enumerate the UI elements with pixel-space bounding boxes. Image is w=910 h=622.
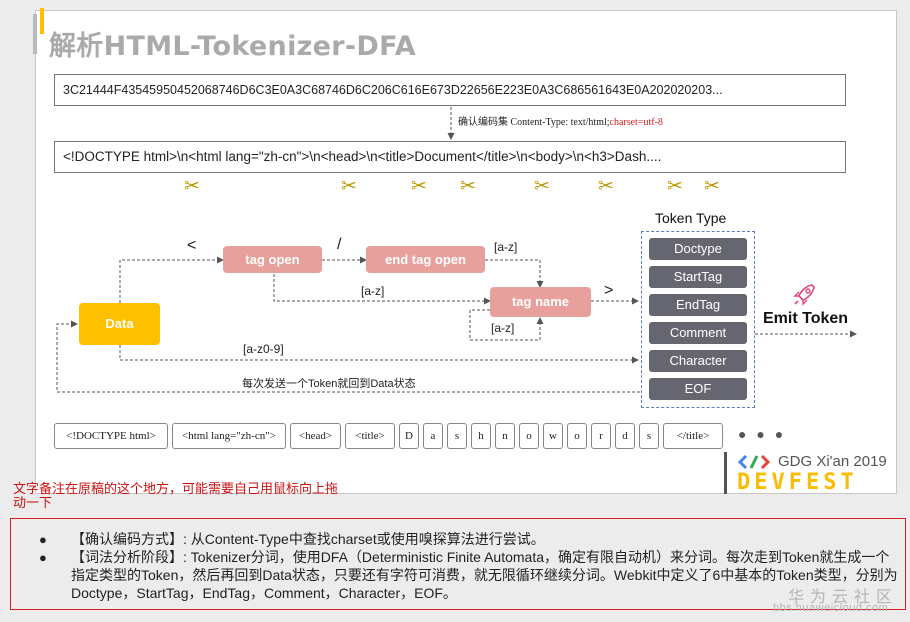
- hex-bytes-box: 3C21444F43545950452068746D6C3E0A3C68746D…: [54, 74, 846, 106]
- token-char: r: [591, 423, 611, 449]
- token-html-open: <html lang="zh-cn">: [172, 423, 286, 449]
- token-type-starttag: StartTag: [649, 266, 747, 288]
- scissors-icon: ✂: [704, 176, 720, 197]
- encoding-note: 确认编码集 Content-Type: text/html;charset=ut…: [458, 113, 663, 128]
- token-char: o: [567, 423, 587, 449]
- devfest-logo-text: DEVFEST: [737, 470, 858, 495]
- rocket-icon: [793, 284, 815, 306]
- slide-title: 解析HTML-Tokenizer-DFA: [49, 31, 416, 62]
- note-bullet: ●: [39, 550, 47, 565]
- edge-label-az-tag: [a-z]: [361, 284, 385, 298]
- edge-label-gt: >: [604, 282, 614, 299]
- state-data: Data: [79, 303, 160, 345]
- token-char: s: [639, 423, 659, 449]
- scissors-icon: ✂: [341, 176, 357, 197]
- note-tokenizer: 【词法分析阶段】: Tokenizer分词，使用DFA（Deterministi…: [71, 549, 898, 601]
- overlay-annotation: 文字备注在原稿的这个地方，可能需要自己用鼠标向上拖动一下: [13, 481, 339, 510]
- more-tokens-ellipsis: ● ● ●: [738, 426, 787, 442]
- scissors-icon: ✂: [184, 176, 200, 197]
- token-doctype: <!DOCTYPE html>: [54, 423, 168, 449]
- edge-label-slash: /: [337, 236, 342, 253]
- token-char: a: [423, 423, 443, 449]
- edge-label-az09: [a-z0-9]: [243, 342, 284, 356]
- scissors-icon: ✂: [598, 176, 614, 197]
- scissors-icon: ✂: [460, 176, 476, 197]
- token-char: o: [519, 423, 539, 449]
- emit-token-label: Emit Token: [763, 310, 849, 327]
- watermark-url: bbs.huaweicloud.com: [773, 602, 889, 614]
- accent-bar-yellow: [40, 8, 44, 34]
- speaker-notes-panel: ● 【确认编码方式】: 从Content-Type中查找charset或使用嗅探…: [10, 518, 906, 610]
- token-type-eof: EOF: [649, 378, 747, 400]
- state-tag-open: tag open: [223, 246, 322, 273]
- token-char: s: [447, 423, 467, 449]
- token-type-endtag: EndTag: [649, 294, 747, 316]
- token-head-open: <head>: [290, 423, 341, 449]
- scissors-icon: ✂: [667, 176, 683, 197]
- return-to-data-label: 每次发送一个Token就回到Data状态: [242, 378, 416, 390]
- gdg-logo-icon: [738, 454, 771, 470]
- logo-divider: [724, 452, 727, 494]
- scissors-icon: ✂: [534, 176, 550, 197]
- edge-label-az-end: [a-z]: [494, 240, 518, 254]
- edge-label-lt: <: [187, 237, 197, 254]
- note-bullet: ●: [39, 532, 47, 547]
- watermark-site: 华为云社区: [788, 589, 899, 606]
- token-type-character: Character: [649, 350, 747, 372]
- token-title-open: <title>: [345, 423, 395, 449]
- token-char: w: [543, 423, 563, 449]
- encoding-note-label: 确认编码集 Content-Type: text/html;: [458, 117, 610, 128]
- token-char: n: [495, 423, 515, 449]
- token-char: d: [615, 423, 635, 449]
- source-text-box: <!DOCTYPE html>\n<html lang="zh-cn">\n<h…: [54, 141, 846, 173]
- edge-label-az-loop: [a-z]: [491, 321, 515, 335]
- token-type-title: Token Type: [655, 210, 727, 226]
- token-type-panel: Doctype StartTag EndTag Comment Characte…: [641, 231, 755, 408]
- token-type-comment: Comment: [649, 322, 747, 344]
- token-title-close: </title>: [663, 423, 723, 449]
- accent-bar-gray: [33, 14, 37, 54]
- encoding-note-charset: charset=utf-8: [609, 117, 663, 128]
- state-tag-name: tag name: [490, 287, 591, 317]
- token-type-doctype: Doctype: [649, 238, 747, 260]
- token-char: h: [471, 423, 491, 449]
- gdg-event-label: GDG Xi'an 2019: [778, 453, 887, 470]
- state-end-tag-open: end tag open: [366, 246, 485, 273]
- token-char: D: [399, 423, 419, 449]
- note-encoding: 【确认编码方式】: 从Content-Type中查找charset或使用嗅探算法…: [71, 531, 545, 547]
- scissors-icon: ✂: [411, 176, 427, 197]
